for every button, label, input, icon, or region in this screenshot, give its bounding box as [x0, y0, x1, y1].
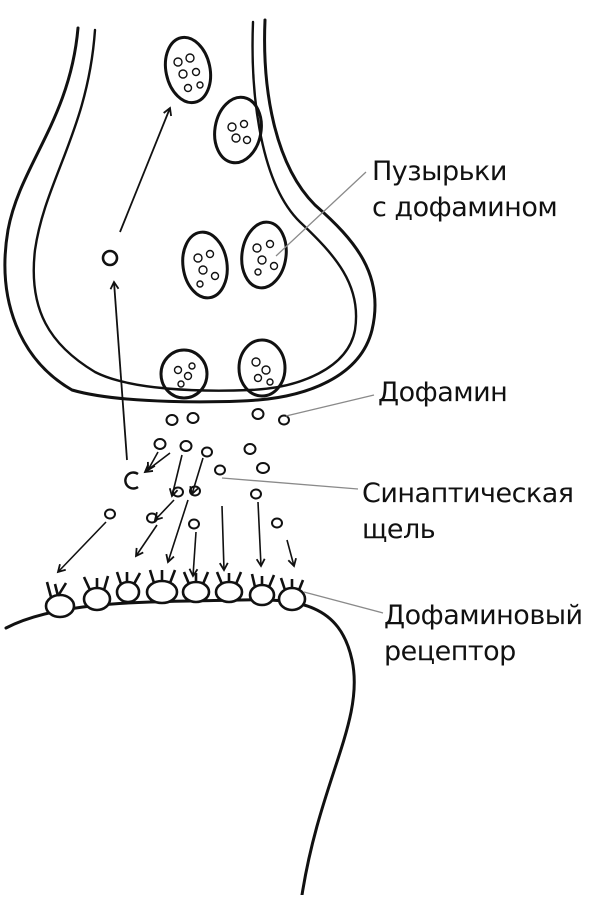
- dopamine-receptor: [277, 577, 307, 612]
- diffusion-arrow: [168, 454, 183, 498]
- dopamine-label: Дофамин: [378, 375, 508, 411]
- diffusion-arrow: [219, 505, 229, 572]
- vesicle: [159, 348, 209, 400]
- dopamine-molecule: [251, 408, 265, 420]
- dopamine-molecule: [124, 471, 139, 490]
- dopamine-receptor: [115, 571, 142, 604]
- dopamine-receptor: [82, 575, 112, 612]
- diffusion-arrows: [56, 451, 297, 578]
- vesicle: [213, 95, 263, 165]
- reuptake-arrows: [109, 106, 172, 461]
- diffusion-arrow: [153, 499, 175, 522]
- dopamine-receptor: [248, 573, 276, 607]
- diffusion-arrow: [143, 452, 171, 474]
- recycled-dopamine-molecule: [101, 249, 119, 267]
- dopamine-molecule: [243, 443, 257, 455]
- dopamine-molecule: [278, 414, 290, 426]
- dopamine-receptor: [44, 581, 76, 619]
- synaptic-cleft-label-line2: щель: [362, 514, 436, 545]
- dopamine-receptor: [181, 571, 211, 604]
- diffusion-arrow: [165, 499, 189, 564]
- reuptake-arrow: [109, 280, 128, 461]
- diffusion-arrow: [56, 521, 107, 574]
- dopamine-receptors: [44, 569, 307, 619]
- vesicle: [181, 230, 229, 300]
- postsynaptic-membrane: [4, 598, 356, 897]
- dopamine-molecule: [165, 414, 179, 426]
- leader-lines: [221, 171, 384, 614]
- diffusion-arrow: [255, 501, 266, 568]
- dopamine-molecule: [189, 485, 201, 497]
- dopamine-molecules: [104, 408, 290, 530]
- vesicles-label: Пузырьки с дофамином: [372, 154, 558, 226]
- vesicles: [159, 35, 288, 400]
- cleft-leader-line: [221, 477, 359, 490]
- dopamine-molecule: [186, 412, 200, 424]
- dopamine-molecule: [201, 446, 213, 458]
- presynaptic-outer-membrane: [3, 18, 377, 404]
- dopamine-molecule: [179, 440, 193, 452]
- dopamine-molecule: [146, 512, 158, 524]
- dopamine-molecule: [250, 488, 262, 500]
- dopamine-receptor: [145, 569, 179, 605]
- dopamine-molecule: [256, 462, 270, 474]
- diffusion-arrow: [147, 451, 159, 472]
- dopamine-molecule: [188, 518, 200, 530]
- dopamine-label-text: Дофамин: [378, 377, 508, 408]
- dopamine-molecule: [214, 464, 226, 476]
- diffusion-arrow: [286, 539, 297, 568]
- diffusion-arrow: [188, 531, 199, 578]
- vesicle: [240, 220, 288, 290]
- dopamine-receptor-label-line1: Дофаминовый: [384, 600, 583, 631]
- presynaptic-terminal: [3, 18, 377, 404]
- synaptic-cleft-label: Синаптическая щель: [362, 476, 574, 548]
- dopamine-molecule: [104, 508, 116, 520]
- diffusion-arrow: [189, 457, 204, 496]
- dopamine-receptor-label: Дофаминовый рецептор: [384, 598, 583, 670]
- diffusion-arrow: [134, 524, 158, 558]
- dopamine-leader-line: [285, 394, 375, 417]
- dopamine-molecule: [153, 438, 167, 450]
- vesicles-label-line1: Пузырьки: [372, 156, 507, 187]
- dopamine-receptor-label-line2: рецептор: [384, 636, 516, 667]
- dopamine-molecule: [271, 517, 283, 529]
- vesicle: [163, 35, 213, 105]
- vesicles-label-line2: с дофамином: [372, 192, 558, 223]
- presynaptic-inner-membrane: [32, 20, 358, 392]
- vesicles-leader-line: [275, 171, 367, 257]
- dopamine-receptor: [214, 571, 244, 604]
- receptor-leader-line: [303, 591, 384, 614]
- repackaging-arrow: [119, 106, 172, 233]
- vesicle: [237, 338, 287, 398]
- synaptic-cleft-label-line1: Синаптическая: [362, 478, 574, 509]
